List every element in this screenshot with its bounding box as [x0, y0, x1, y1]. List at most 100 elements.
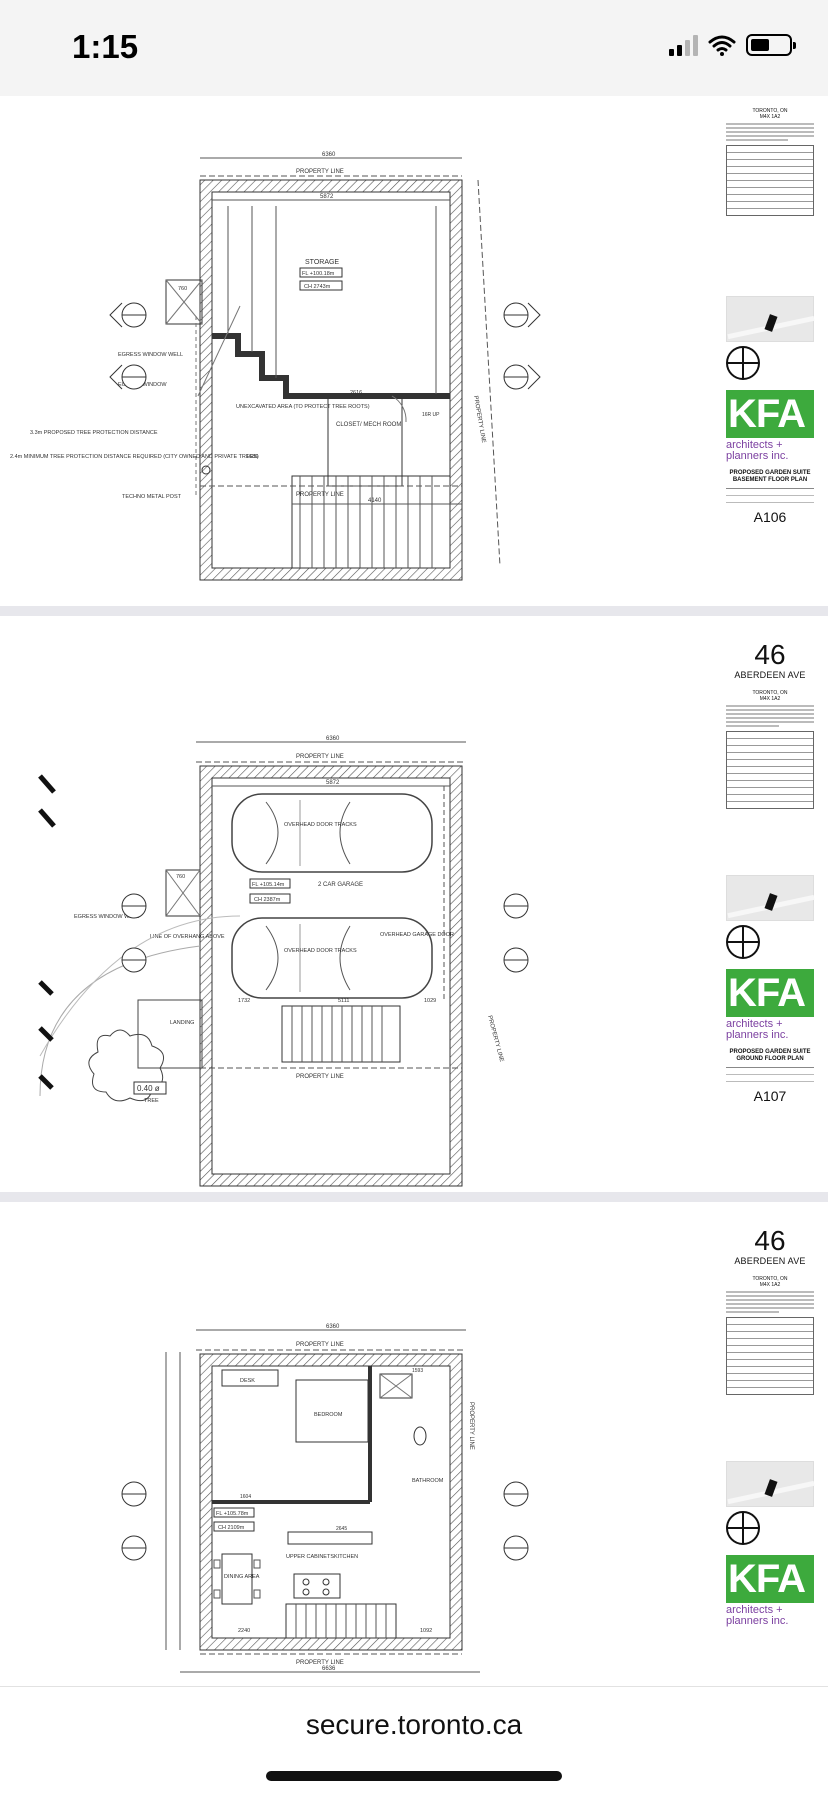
garage-door-label: OVERHEAD GARAGE DOOR [380, 932, 454, 938]
dim-2240: 2240 [238, 1628, 250, 1634]
dim-1604: 1604 [240, 1494, 251, 1500]
north-arrow-icon [726, 346, 760, 380]
dim-1686: 1686 [246, 454, 258, 460]
status-icons [669, 34, 796, 56]
key-map [726, 1461, 815, 1507]
section-marker-icon [121, 947, 147, 973]
kfa-tagline: architects +planners inc. [726, 1604, 789, 1627]
dim-5111: 5111 [338, 998, 349, 1004]
dim-2616: 2616 [350, 390, 362, 396]
url-bar[interactable]: secure.toronto.ca [305, 1709, 523, 1740]
address-street: ABERDEEN AVE [734, 670, 806, 680]
city: TORONTO, ON [752, 690, 788, 696]
address-number: 46 [754, 1225, 786, 1256]
revision-table [726, 731, 814, 809]
property-line-bottom: PROPERTY LINE [296, 1660, 344, 1666]
storage-ch: CH 2743m [304, 284, 331, 290]
dim-1593: 1593 [412, 1368, 423, 1374]
techno-post-label: TECHNO METAL POST [122, 494, 182, 500]
sheet-meta [726, 1067, 814, 1082]
garage-label: 2 CAR GARAGE [318, 882, 363, 888]
postal: M4X 1A2 [759, 1282, 781, 1288]
kfa-tagline: architects +planners inc. [726, 439, 789, 462]
section-marker-icon [503, 893, 529, 919]
dim-bottom: 6636 [322, 1666, 336, 1672]
kitchen-label: KITCHEN [334, 1554, 358, 1560]
stove-icon [293, 1573, 341, 1599]
dim-top: 6360 [326, 736, 340, 742]
property-line-top: PROPERTY LINE [296, 754, 344, 760]
sheet-ground: 6360 PROPERTY LINE 5872 OVERHEAD DOOR TR… [0, 616, 828, 1192]
dining-table-icon [213, 1553, 261, 1605]
dim-inner: 5872 [320, 194, 334, 200]
second-ch: CH 2109m [218, 1525, 245, 1531]
section-marker-icon [109, 364, 147, 390]
landing-label: LANDING [170, 1020, 194, 1026]
ground-floor-plan: 6360 PROPERTY LINE 5872 OVERHEAD DOOR TR… [38, 736, 529, 1187]
postal: M4X 1A2 [759, 114, 781, 120]
car-icon [231, 917, 433, 999]
section-marker-icon [503, 364, 541, 390]
north-arrow-icon [726, 1511, 760, 1545]
city: TORONTO, ON [752, 1276, 788, 1282]
kfa-logo: KFA [726, 1555, 814, 1603]
page-separator [0, 1192, 828, 1202]
key-map [726, 875, 815, 921]
dim-inner: 5872 [326, 780, 340, 786]
revision-table [726, 145, 814, 216]
second-fl: FL +105.78m [216, 1511, 249, 1517]
property-line-bottom: PROPERTY LINE [296, 1074, 344, 1080]
kfa-tagline: architects +planners inc. [726, 1018, 789, 1041]
property-line-side: PROPERTY LINE [472, 395, 486, 443]
wifi-icon [708, 35, 736, 56]
battery-icon [746, 34, 796, 56]
copyright-text [726, 1291, 814, 1313]
dim-1029: 1029 [424, 998, 436, 1004]
dining-label: DINING AREA [224, 1574, 260, 1580]
section-marker-icon [109, 302, 147, 328]
section-marker-icon [121, 1481, 147, 1507]
cellular-signal-icon [669, 34, 698, 56]
basement-floor-plan: 6360 PROPERTY LINE 5872 STORAGE FL +100.… [10, 152, 541, 581]
address-street: ABERDEEN AVE [734, 1256, 806, 1266]
unexcavated-label: UNEXCAVATED AREA (TO PROTECT TREE ROOTS) [236, 404, 370, 410]
section-marker-icon [121, 1535, 147, 1561]
overhang-label: LINE OF OVERHANG ABOVE [150, 934, 225, 940]
ground-stair [281, 1005, 401, 1063]
upper-cabinets-label: UPPER CABINETS [286, 1554, 334, 1560]
section-marker-icon [503, 1535, 529, 1561]
north-arrow-icon [726, 925, 760, 959]
dim-top: 6360 [322, 152, 336, 158]
desk-label: DESK [240, 1378, 255, 1384]
dim-2645: 2645 [336, 1526, 347, 1532]
closet-label: CLOSET/ MECH ROOM [336, 422, 401, 428]
storage-fl: FL +100.18m [302, 271, 335, 277]
egress-well-label: EGRESS WINDOW WELL [74, 914, 139, 920]
city: TORONTO, ON [752, 108, 788, 114]
page-separator [0, 606, 828, 616]
status-bar: 1:15 [0, 0, 828, 96]
door-tracks-2: OVERHEAD DOOR TRACKS [284, 948, 357, 954]
title-block: 46 ABERDEEN AVE TORONTO, ON M4X 1A2 KFA … [726, 640, 815, 1104]
home-indicator[interactable] [266, 1771, 562, 1781]
dim-760: 760 [176, 874, 185, 880]
kfa-logo: KFA [726, 390, 814, 438]
sheet-title: PROPOSED GARDEN SUITE BASEMENT FLOOR PLA… [729, 470, 811, 483]
property-line-bottom: PROPERTY LINE [296, 492, 344, 498]
storage-label: STORAGE [305, 259, 339, 266]
property-line-top: PROPERTY LINE [296, 1342, 344, 1348]
copyright-text [726, 123, 814, 141]
car-icon [231, 793, 433, 873]
dim-1732: 1732 [238, 998, 250, 1004]
sheet-title: PROPOSED GARDEN SUITE GROUND FLOOR PLAN [729, 1049, 811, 1062]
property-line-top: PROPERTY LINE [296, 169, 344, 175]
upper-stair [285, 1603, 397, 1639]
tree-icon [88, 1029, 165, 1102]
postal: M4X 1A2 [759, 696, 781, 702]
kfa-logo: KFA [726, 969, 814, 1017]
egress-well-label: EGRESS WINDOW WELL [118, 352, 183, 358]
second-floor-plan: 6360 PROPERTY LINE DESK BEDROOM 1593 BAT… [121, 1324, 529, 1673]
tree-2-4-label: 2.4m MINIMUM TREE PROTECTION DISTANCE RE… [10, 454, 259, 460]
tree-tag: 0.40 ø [137, 1084, 160, 1093]
sheet-second: 6360 PROPERTY LINE DESK BEDROOM 1593 BAT… [0, 1202, 828, 1686]
